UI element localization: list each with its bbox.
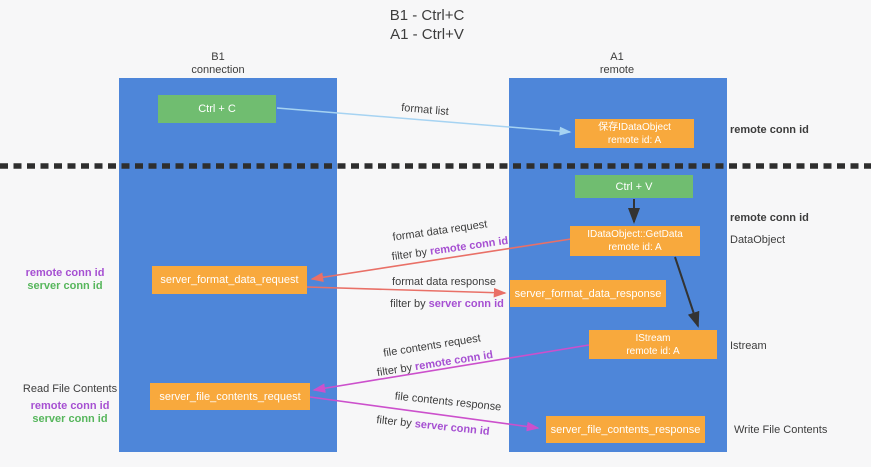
server-format-data-response-label: server_format_data_response [514,287,662,300]
server-file-contents-request-node: server_file_contents_request [150,383,310,410]
getdata-line2: remote id: A [608,242,662,253]
left-conn-id-annotation-group-1: remote conn id server conn id [5,267,125,293]
filter-by-server-conn-id-label-1: filter by server conn id [390,298,504,310]
filter-by-text: filter by [376,361,417,380]
server-format-data-request-node: server_format_data_request [152,266,307,294]
right-column-name: A1 [610,51,624,63]
ctrl-c-label: Ctrl + C [198,103,236,115]
filter-by-text: filter by [391,245,431,264]
left-column-header: B1 connection [158,51,278,77]
write-file-contents-annotation: Write File Contents [734,424,828,436]
read-file-contents-annotation: Read File Contents [22,383,118,395]
file-contents-response-label: file contents response [394,390,502,414]
ctrl-v-label: Ctrl + V [615,180,653,193]
server-format-data-request-label: server_format_data_request [160,274,299,286]
server-file-contents-response-label: server_file_contents_response [550,423,701,436]
filter-by-server-conn-id-label-2: filter by server conn id [376,414,490,438]
istream-annotation: Istream [730,340,767,352]
server-conn-id-text: server conn id [414,418,491,438]
server-conn-id-text: server conn id [428,298,504,310]
dataobject-annotation: DataObject [730,234,786,246]
server-conn-id-annotation-left-2: server conn id [32,413,108,425]
getdata-line1: IDataObject::GetData [587,229,683,240]
istream-node: IStream remote id: A [589,330,717,359]
save-idataobject-line1: 保存IDataObject [598,121,671,133]
remote-conn-id-text: remote conn id [429,234,509,258]
ctrl-c-node: Ctrl + C [158,95,276,123]
remote-conn-id-annotation-top: remote conn id [730,124,809,136]
save-idataobject-node: 保存IDataObject remote id: A [575,119,694,148]
getdata-node: IDataObject::GetData remote id: A [570,226,700,256]
right-column-header: A1 remote [557,51,677,77]
left-column-role: connection [191,64,245,76]
istream-line2: remote id: A [626,345,680,357]
server-file-contents-request-label: server_file_contents_request [159,390,301,403]
filter-by-text: filter by [375,414,416,431]
title-line-2: A1 - Ctrl+V [390,26,464,43]
remote-conn-id-annotation-mid: remote conn id [730,212,809,224]
istream-line1: IStream [635,332,671,344]
remote-conn-id-annotation-left-1: remote conn id [25,267,105,279]
format-data-response-label: format data response [392,276,496,288]
save-idataobject-line2: remote id: A [607,134,662,146]
title-line-1: B1 - Ctrl+C [389,7,465,24]
left-column-name: B1 [211,51,225,63]
left-conn-id-annotation-group-2: Read File Contents remote conn id server… [10,383,130,426]
server-conn-id-annotation-left-1: server conn id [27,280,103,292]
server-format-data-response-node: server_format_data_response [510,280,666,307]
ctrl-v-node: Ctrl + V [575,175,693,198]
remote-conn-id-annotation-left-2: remote conn id [30,400,110,412]
filter-by-text: filter by [390,298,429,310]
diagram-title: B1 - Ctrl+C A1 - Ctrl+V [347,6,507,44]
server-file-contents-response-node: server_file_contents_response [546,416,705,443]
right-column-role: remote [599,64,635,76]
format-list-label: format list [400,101,450,119]
